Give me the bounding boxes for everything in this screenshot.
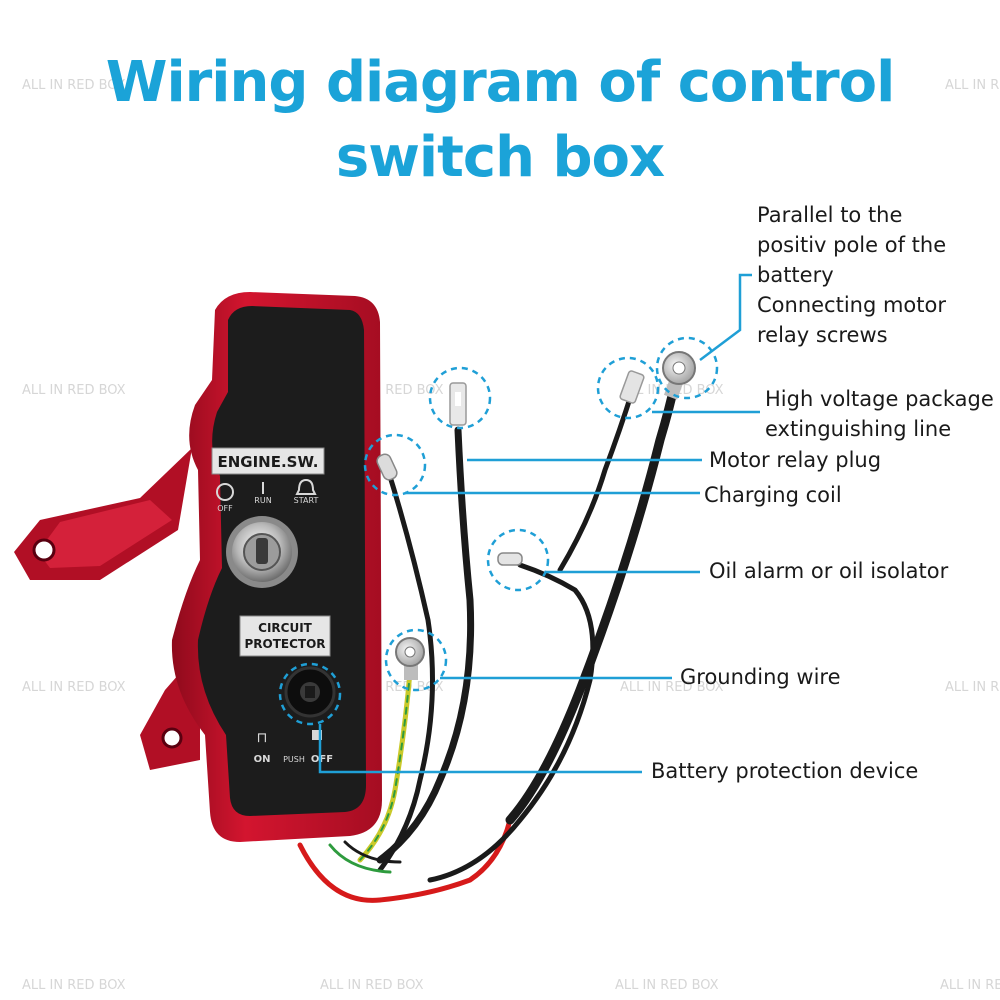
- watermark: ALL IN RED BOX: [945, 78, 1000, 93]
- callout-motor-relay-plug: Motor relay plug: [709, 448, 882, 472]
- callout-positive-pole-line: Connecting motor: [757, 293, 946, 317]
- watermark: ALL IN RED BOX: [940, 978, 1000, 993]
- callout-high-voltage: High voltage package extinguishing line: [765, 384, 994, 444]
- watermark: ALL IN RED BOX: [945, 680, 1000, 695]
- highlight-oil-alarm: [486, 528, 550, 592]
- watermark: ALL IN RED BOX: [320, 978, 424, 993]
- circuit-protector-label-plate: [239, 615, 331, 657]
- leader-battery-protection: [318, 724, 642, 774]
- circuit-label-1: CIRCUIT: [258, 621, 313, 635]
- callout-positive-pole-line: relay screws: [757, 323, 888, 347]
- position-run-label: RUN: [254, 496, 271, 505]
- spade-terminal-icon: [449, 382, 467, 426]
- callout-grounding-wire: Grounding wire: [680, 665, 841, 689]
- ring-terminal-icon: [395, 637, 425, 680]
- highlight-hv-terminal: [596, 356, 660, 420]
- breaker-off-label: OFF: [311, 754, 333, 765]
- watermark: ALL IN RED BOX: [620, 680, 724, 695]
- breaker-button-icon: [284, 666, 336, 718]
- breaker-on-label: ON: [254, 754, 271, 765]
- watermark: ALL IN RED BOX: [22, 383, 126, 398]
- watermark: ALL IN RED BOX: [22, 680, 126, 695]
- wire-harness: [297, 363, 683, 903]
- mounting-bracket: [14, 448, 200, 770]
- position-off-label: OFF: [217, 504, 233, 513]
- highlight-battery-terminal: [655, 336, 719, 400]
- key-switch-icon: [226, 516, 298, 588]
- callout-positive-pole-line: positiv pole of the: [757, 233, 947, 257]
- bullet-terminal-icon: [376, 453, 398, 481]
- highlight-relay-plug: [428, 366, 492, 430]
- highlight-grounding: [384, 628, 448, 692]
- leader-lines: [318, 273, 760, 774]
- position-start-label: START: [294, 496, 319, 505]
- leader-positive-pole: [699, 273, 752, 361]
- ring-terminal-icon: [662, 351, 696, 400]
- breaker-on-glyph: ⊓: [257, 730, 268, 746]
- bullet-terminal-icon: [497, 552, 523, 566]
- breaker-off-glyph: [312, 730, 322, 740]
- spade-terminal-icon: [619, 370, 645, 404]
- start-bell-icon: [295, 478, 317, 495]
- highlight-charging-coil: [363, 433, 427, 497]
- diagram-title-line-2: switch box: [335, 125, 665, 190]
- off-circle-icon: [216, 483, 234, 501]
- callout-positive-pole-line: battery: [757, 263, 834, 287]
- callout-oil-alarm: Oil alarm or oil isolator: [709, 559, 949, 583]
- engine-switch-label: ENGINE.SW.: [217, 453, 318, 471]
- breaker-push-label: PUSH: [283, 755, 305, 764]
- watermark: ALL IN RED BOX: [22, 78, 126, 93]
- highlight-circles: [278, 336, 719, 726]
- circuit-label-2: PROTECTOR: [244, 637, 325, 651]
- callout-charging-coil: Charging coil: [704, 483, 842, 507]
- callout-positive-pole: Parallel to the positiv pole of the batt…: [757, 200, 946, 350]
- highlight-breaker: [278, 662, 342, 726]
- watermark: ALL IN RED BOX: [22, 978, 126, 993]
- callout-high-voltage-line: extinguishing line: [765, 417, 952, 441]
- callout-positive-pole-line: Parallel to the: [757, 203, 903, 227]
- diagram-title-line-1: Wiring diagram of control: [105, 50, 896, 115]
- callout-high-voltage-line: High voltage package: [765, 387, 994, 411]
- callout-battery-protection: Battery protection device: [651, 759, 919, 783]
- engine-switch-label-plate: [211, 447, 325, 475]
- watermark: ALL IN RED BOX: [615, 978, 719, 993]
